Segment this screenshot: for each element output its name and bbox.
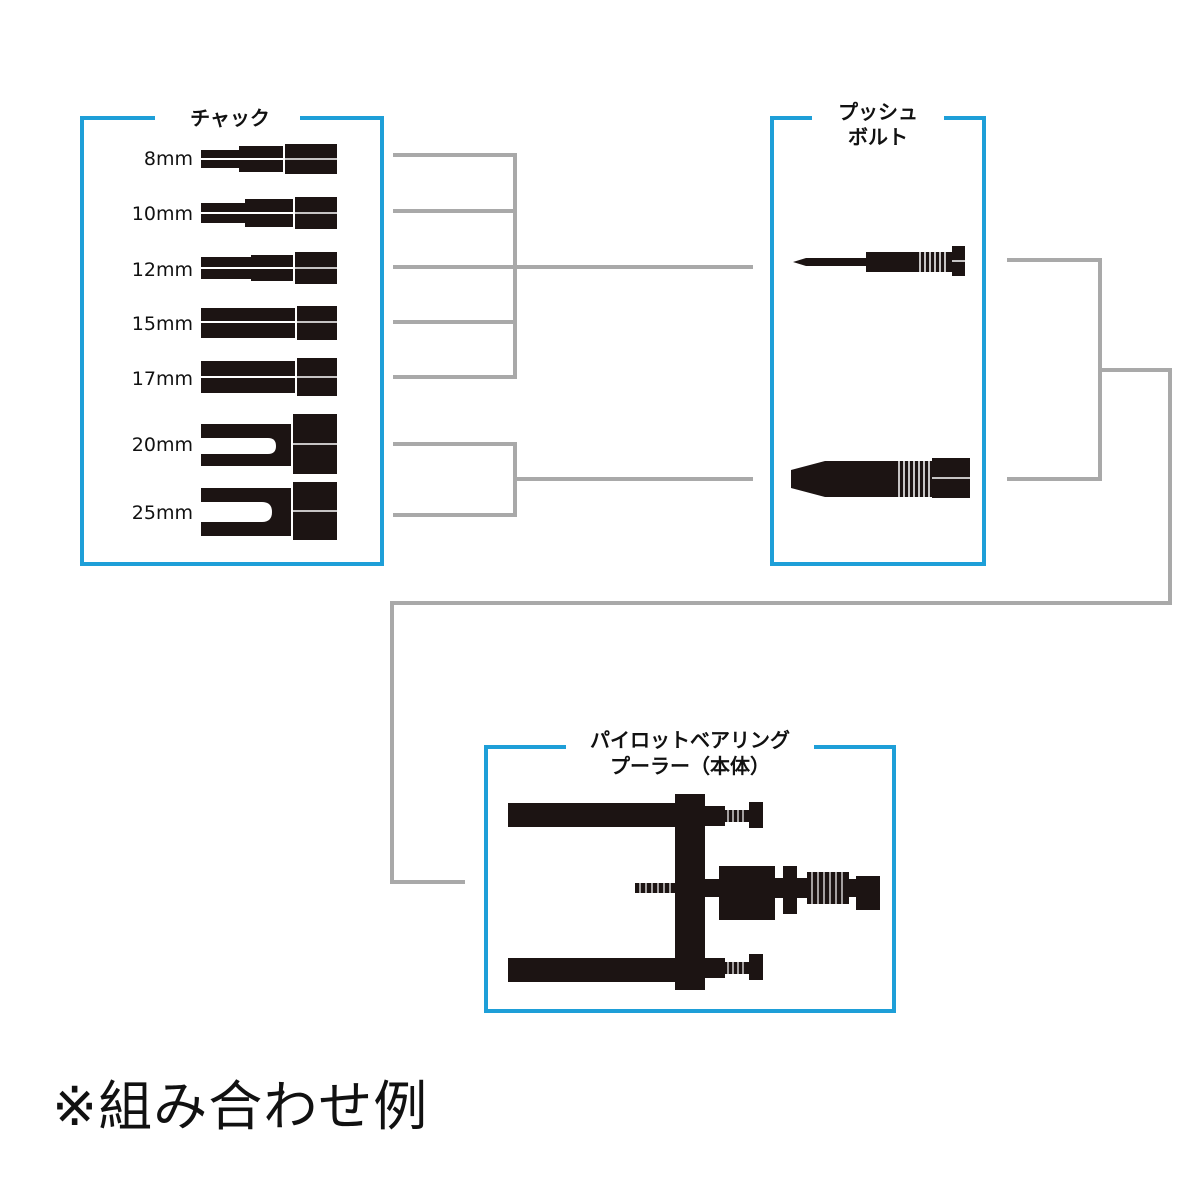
combination-example-note: ※組み合わせ例 xyxy=(52,1075,429,1138)
chuck-box-title: チャック xyxy=(190,106,270,130)
puller-box-title-line1: パイロットベアリング xyxy=(590,728,790,752)
push-bolt-large-image xyxy=(791,458,970,498)
chuck-25mm-image xyxy=(201,482,337,540)
chuck-8mm-image xyxy=(201,144,337,174)
chuck-15mm-image xyxy=(201,306,337,340)
push-bolt-box: プッシュ ボルト xyxy=(770,98,986,566)
chuck-size-label: 15mm xyxy=(132,313,193,335)
connector-large-chucks xyxy=(393,442,753,517)
chuck-17mm-image xyxy=(201,358,337,396)
chuck-size-label: 12mm xyxy=(132,259,193,281)
chuck-size-label: 17mm xyxy=(132,368,193,390)
chuck-box: チャック 8mm 10mm 12mm 15mm 17mm 20mm 25mm xyxy=(80,105,384,566)
connector-bolts-to-puller xyxy=(390,258,1172,884)
puller-body-image xyxy=(508,794,880,990)
chuck-size-label: 8mm xyxy=(144,148,193,170)
connector-small-chucks xyxy=(393,153,753,379)
chuck-12mm-image xyxy=(201,252,337,284)
chuck-20mm-image xyxy=(201,414,337,474)
push-bolt-small-image xyxy=(793,246,965,276)
connector-lines xyxy=(390,153,1172,884)
push-bolt-box-title-line1: プッシュ xyxy=(838,100,918,124)
chuck-10mm-image xyxy=(201,197,337,229)
chuck-size-label: 20mm xyxy=(132,434,193,456)
chuck-size-label: 25mm xyxy=(132,502,193,524)
chuck-size-label: 10mm xyxy=(132,203,193,225)
puller-box: パイロットベアリング プーラー（本体） xyxy=(484,722,896,1013)
push-bolt-box-title-line2: ボルト xyxy=(848,125,908,149)
puller-box-title-line2: プーラー（本体） xyxy=(610,754,770,778)
